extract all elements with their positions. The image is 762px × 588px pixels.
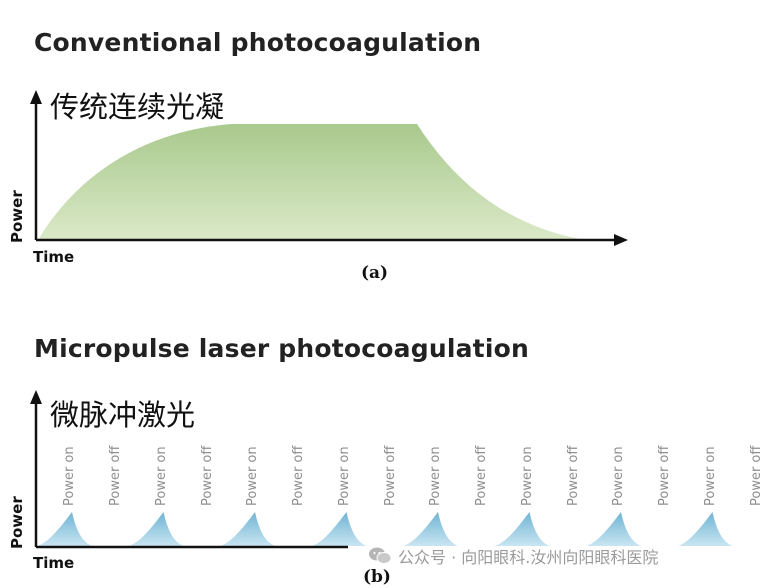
power-off-text: Power off	[565, 445, 581, 506]
power-off-text: Power off	[748, 445, 762, 506]
panel-b-title: Micropulse laser photocoagulation	[34, 334, 529, 363]
panel-b-axes	[30, 390, 348, 549]
pulse-3	[221, 512, 275, 546]
power-on-text: Power on	[336, 446, 352, 506]
power-on-text: Power on	[62, 446, 77, 506]
panel-a-xlabel: Time	[33, 248, 75, 266]
watermark: 公众号 · 向阳眼科.汝州向阳眼科医院	[368, 544, 658, 568]
power-off-text: Power off	[382, 445, 398, 506]
power-off-text: Power off	[474, 445, 489, 506]
wechat-icon	[368, 546, 392, 566]
panel-b-label: (b)	[363, 567, 391, 587]
panel-b-xlabel: Time	[33, 554, 75, 572]
panel-a-subtitle-cn: 传统连续光凝	[50, 90, 225, 124]
power-on-text: Power on	[519, 446, 535, 506]
watermark-text: 公众号 · 向阳眼科.汝州向阳眼科医院	[398, 548, 659, 567]
micropulse-train	[38, 512, 733, 546]
panel-b-ylabel: Power	[8, 496, 26, 549]
pulse-4	[312, 512, 367, 546]
panel-a-axes	[30, 90, 628, 246]
power-off-text: Power off	[108, 445, 123, 506]
power-on-text: Power on	[702, 446, 718, 506]
panel-a-title: Conventional photocoagulation	[34, 28, 482, 57]
continuous-power-curve	[38, 124, 585, 240]
power-on-text: Power on	[611, 446, 626, 506]
pulse-2	[129, 512, 184, 546]
power-on-text: Power on	[245, 446, 260, 506]
pulse-7	[587, 512, 641, 546]
pulse-8	[678, 512, 733, 546]
power-off-text: Power off	[291, 445, 306, 506]
power-on-text: Power on	[428, 446, 443, 506]
panel-b-subtitle-cn: 微脉冲激光	[50, 398, 196, 432]
pulse-6	[495, 512, 550, 546]
power-off-text: Power off	[657, 445, 672, 506]
pulse-1	[38, 512, 92, 546]
pulse-5	[404, 512, 458, 546]
power-off-text: Power off	[199, 445, 215, 506]
panel-a-ylabel: Power	[8, 190, 26, 243]
panel-a-label: (a)	[361, 263, 389, 283]
power-on-text: Power on	[153, 446, 169, 506]
